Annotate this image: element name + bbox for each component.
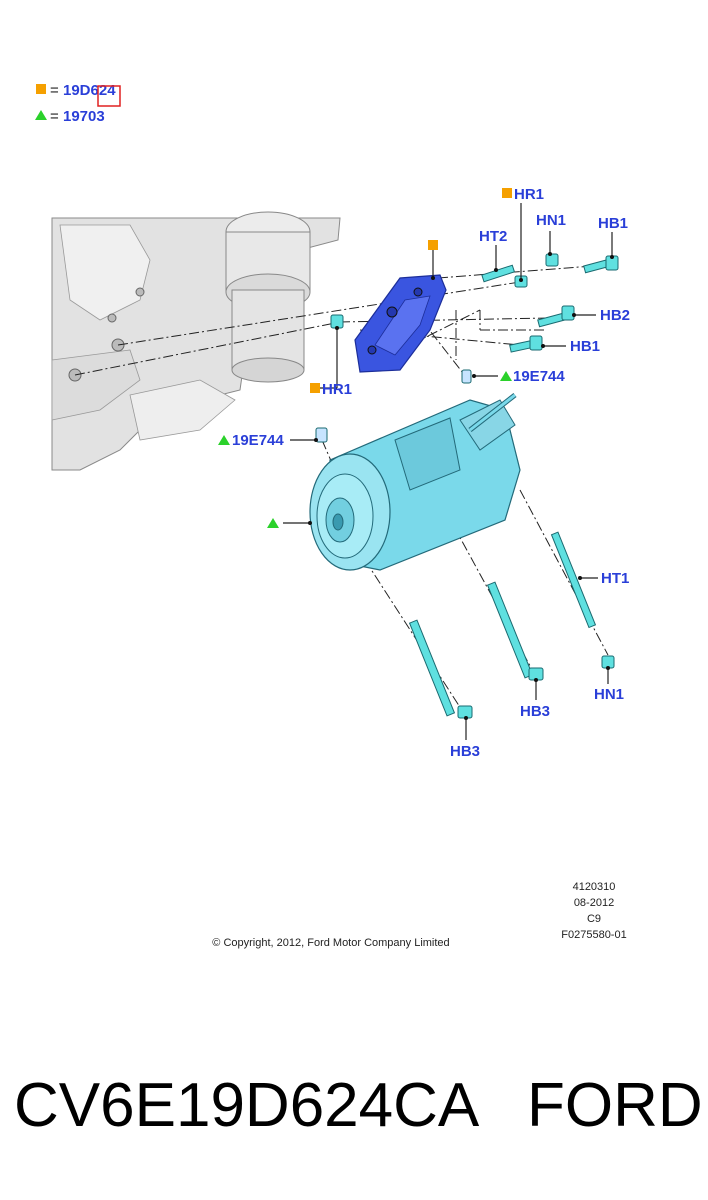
part-footer: CV6E19D624CA FORD <box>0 1060 708 1160</box>
exploded-parts-diagram: = 19D624 = 19703 <box>35 82 630 949</box>
engine-block <box>51 211 341 471</box>
sleeve-19e744-right <box>461 369 472 384</box>
callout-hb3-left: HB3 <box>450 743 480 760</box>
square-marker-icon <box>310 383 320 393</box>
meta-line-4: F0275580-01 <box>561 929 626 941</box>
sleeve-19e744-left <box>315 427 328 443</box>
highlight-box <box>97 85 121 107</box>
bolt-hb3-mid <box>486 581 534 679</box>
meta-line-1: 4120310 <box>573 881 616 893</box>
drawing-metadata: 4120310 08-2012 C9 F0275580-01 © Copyrig… <box>212 881 626 949</box>
callout-19e744-left: 19E744 <box>232 432 284 449</box>
stud-ht2 <box>481 264 516 283</box>
callout-markers <box>218 188 512 528</box>
copyright-text: © Copyright, 2012, Ford Motor Company Li… <box>212 937 449 949</box>
triangle-marker-icon <box>218 435 230 445</box>
legend-code-19703: 19703 <box>63 108 105 125</box>
stud-ht1 <box>550 531 597 629</box>
callout-hb1-mid: HB1 <box>570 338 600 355</box>
callout-hn1-top: HN1 <box>536 212 566 229</box>
legend: = 19D624 = 19703 <box>35 82 121 125</box>
square-marker-icon <box>502 188 512 198</box>
triangle-marker-icon <box>35 110 47 120</box>
part-number: CV6E19D624CA <box>14 1071 480 1140</box>
square-marker-icon <box>36 84 46 94</box>
callout-ht1: HT1 <box>601 570 629 587</box>
legend-code-19d624: 19D624 <box>63 82 116 99</box>
callout-19e744-right: 19E744 <box>513 368 565 385</box>
callout-leaders <box>283 203 613 740</box>
callout-labels: HR1 HT2 HN1 HB1 HB2 HB1 19E744 HR1 19E74… <box>232 186 630 760</box>
callout-hb3-mid: HB3 <box>520 703 550 720</box>
meta-line-3: C9 <box>587 913 601 925</box>
brand-name: FORD <box>527 1071 703 1140</box>
nut-hn1-top <box>545 253 559 267</box>
legend-equals: = <box>50 82 59 99</box>
meta-line-2: 08-2012 <box>574 897 614 909</box>
square-marker-icon <box>428 240 438 250</box>
bolt-hb3-left <box>408 619 456 717</box>
callout-dots <box>308 252 614 720</box>
triangle-marker-icon <box>267 518 279 528</box>
callout-hn1-bottom: HN1 <box>594 686 624 703</box>
callout-hr1-top: HR1 <box>514 186 544 203</box>
callout-hb1-top: HB1 <box>598 215 628 232</box>
legend-equals: = <box>50 108 59 125</box>
callout-ht2: HT2 <box>479 228 507 245</box>
callout-hr1-left: HR1 <box>322 381 352 398</box>
fasteners <box>315 253 619 719</box>
triangle-marker-icon <box>500 371 512 381</box>
ac-compressor <box>309 393 521 571</box>
callout-hb2: HB2 <box>600 307 630 324</box>
compressor-bracket <box>354 274 447 373</box>
